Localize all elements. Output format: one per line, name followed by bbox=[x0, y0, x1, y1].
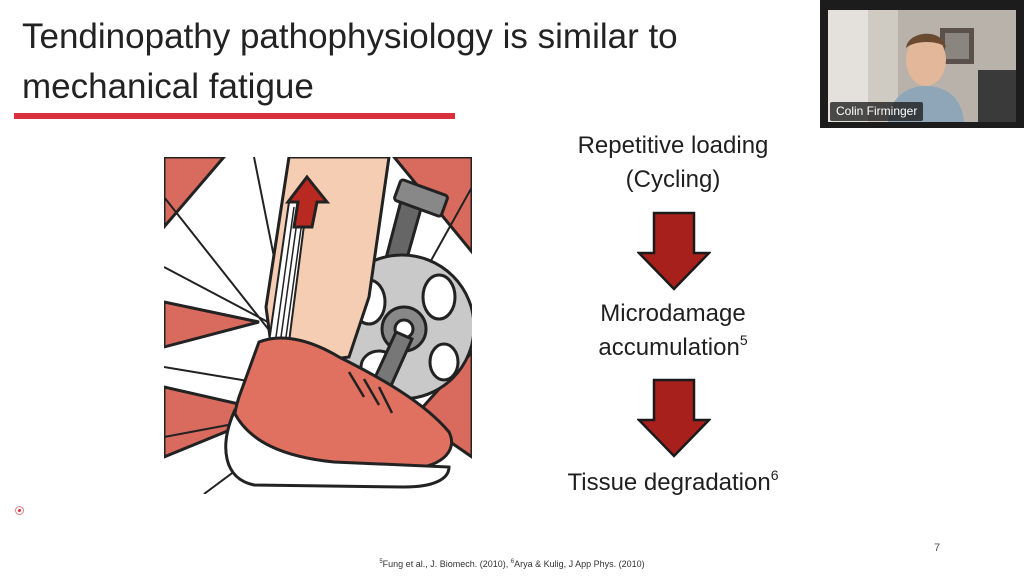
flow-step-repetitive-loading: Repetitive loading (Cycling) bbox=[543, 129, 803, 197]
flow-step-2-line-1: Microdamage bbox=[600, 300, 746, 327]
citation-ref-6: Arya & Kulig, J App Phys. (2010) bbox=[514, 559, 645, 569]
title-line-2: mechanical fatigue bbox=[22, 67, 314, 106]
slide-number: 7 bbox=[934, 542, 941, 554]
citation-ref-5: Fung et al., J. Biomech. (2010), bbox=[382, 559, 511, 569]
title-underline bbox=[14, 113, 455, 119]
flow-step-2-text: accumulation bbox=[598, 334, 740, 361]
laser-pointer-icon bbox=[15, 506, 24, 515]
flow-step-1-line-2: (Cycling) bbox=[625, 166, 721, 193]
flow-step-3-ref: 6 bbox=[770, 467, 779, 483]
flow-step-1-line-1: Repetitive loading bbox=[577, 132, 769, 159]
cycling-leg-illustration bbox=[164, 157, 472, 494]
down-arrow-icon bbox=[637, 378, 711, 458]
citation-ref-6-mark: 6 bbox=[510, 559, 515, 565]
flow-step-microdamage: Microdamage accumulation5 bbox=[543, 297, 803, 365]
flow-step-3-text: Tissue degradation bbox=[567, 469, 771, 496]
citation-ref-5-mark: 5 bbox=[379, 559, 383, 565]
title-line-1: Tendinopathy pathophysiology is similar … bbox=[22, 17, 678, 56]
participant-name-plate: Colin Firminger bbox=[830, 102, 924, 121]
slide-title: Tendinopathy pathophysiology is similar … bbox=[22, 12, 782, 112]
participant-video-tile[interactable]: Colin Firminger bbox=[820, 0, 1024, 128]
flow-step-tissue-degradation: Tissue degradation6 bbox=[543, 466, 803, 500]
flow-step-2-line-2: accumulation5 bbox=[543, 331, 803, 365]
citation-footnote: 5Fung et al., J. Biomech. (2010), 6Arya … bbox=[0, 559, 1024, 569]
flow-step-2-ref: 5 bbox=[739, 332, 748, 348]
down-arrow-icon bbox=[637, 211, 711, 291]
